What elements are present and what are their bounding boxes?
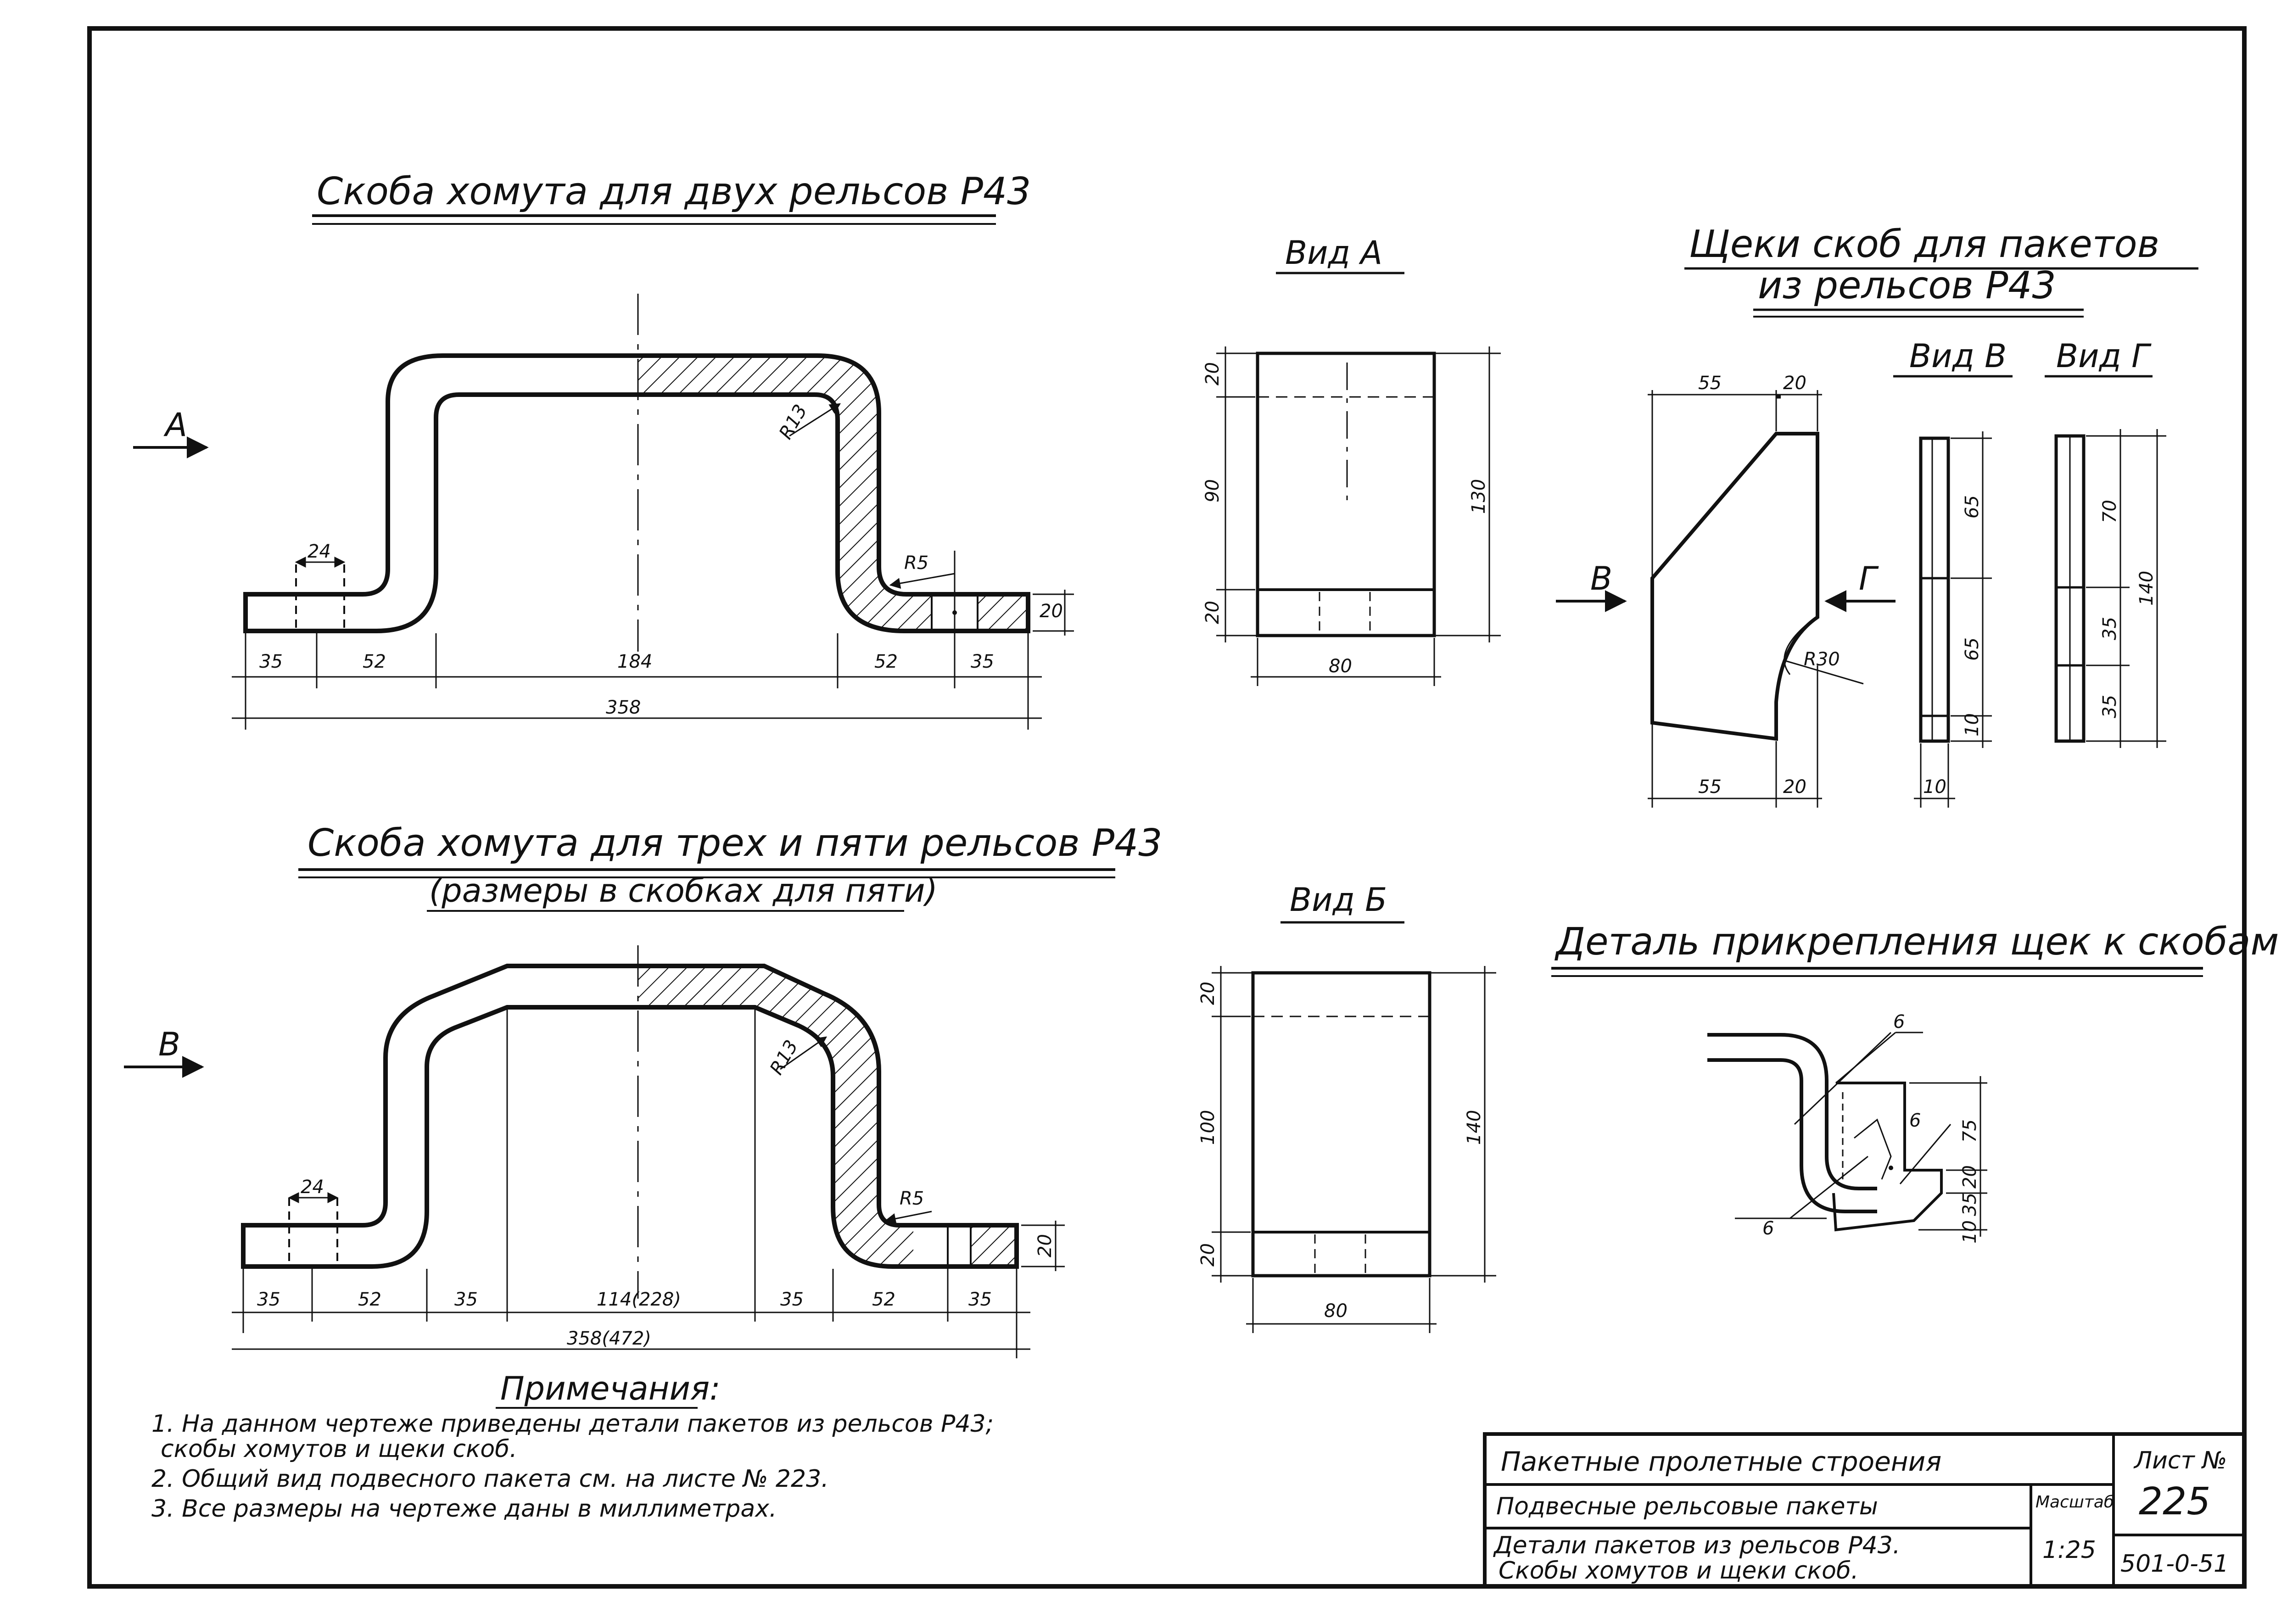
view-v-dim-1: 65 bbox=[1962, 495, 1983, 519]
bracket-two-arrow-label: А bbox=[163, 406, 187, 444]
view-v-dim-2: 65 bbox=[1962, 637, 1983, 661]
title-block-code: 501-0-51 bbox=[2120, 1550, 2229, 1578]
bracket-three-dim-right-flange: 35 bbox=[968, 1289, 992, 1310]
title-block-sheet-label: Лист № bbox=[2133, 1447, 2227, 1474]
note-3: 3. Все размеры на чертеже даны в миллиме… bbox=[151, 1495, 777, 1523]
view-a: Вид А 20 90 20 130 80 bbox=[1202, 234, 1501, 686]
title-block-subject: Подвесные рельсовые пакеты bbox=[1496, 1493, 1878, 1520]
title-block: Пакетные пролетные строения Подвесные ре… bbox=[1483, 1432, 2246, 1588]
view-a-dim-width: 80 bbox=[1329, 656, 1352, 677]
title-block-scale-label: Масштаб bbox=[2035, 1493, 2114, 1512]
detail-weld-top: 6 bbox=[1893, 1011, 1905, 1032]
bracket-three-hatch bbox=[638, 966, 913, 1267]
bracket-two-dim-left-leg: 52 bbox=[363, 651, 386, 672]
bracket-two-radius-inner: R5 bbox=[904, 552, 928, 574]
bracket-three-rails: Скоба хомута для трех и пяти рельсов Р43… bbox=[124, 821, 1162, 1358]
detail-attachment: Деталь прикрепления щек к скобам 6 6 6 7… bbox=[1551, 920, 2279, 1244]
view-b: Вид Б 20 100 20 140 80 bbox=[1197, 881, 1496, 1333]
title-block-description-1: Детали пакетов из рельсов Р43. bbox=[1493, 1532, 1900, 1559]
detail-dim-75: 75 bbox=[1959, 1119, 1980, 1143]
view-a-dim-top: 20 bbox=[1202, 362, 1223, 385]
view-a-dim-mid: 90 bbox=[1202, 479, 1223, 502]
bracket-two-dim-left-flange: 35 bbox=[259, 651, 283, 672]
view-b-dim-mid: 100 bbox=[1197, 1110, 1219, 1145]
bracket-three-arrow-label: В bbox=[158, 1026, 180, 1063]
bracket-three-dim-middle: 114(228) bbox=[597, 1289, 681, 1310]
detail-dim-20: 20 bbox=[1959, 1165, 1980, 1189]
cheek-radius: R30 bbox=[1804, 649, 1840, 670]
detail-title: Деталь прикрепления щек к скобам bbox=[1554, 920, 2279, 964]
view-b-dim-top: 20 bbox=[1197, 982, 1219, 1005]
bracket-three-title: Скоба хомута для трех и пяти рельсов Р43 bbox=[308, 821, 1162, 865]
cheek-plate-geometry bbox=[1650, 432, 1819, 741]
view-a-dim-bot: 20 bbox=[1202, 601, 1223, 624]
bracket-two-dim-hole: 24 bbox=[308, 541, 331, 562]
view-v-dim-3: 10 bbox=[1962, 713, 1983, 737]
cheek-dim-top-right: 20 bbox=[1783, 373, 1806, 394]
bracket-three-dim-total: 358(472) bbox=[567, 1328, 651, 1349]
detail-dim-10: 10 bbox=[1959, 1220, 1980, 1244]
cheeks: Щеки скоб для пакетов из рельсов Р43 bbox=[1556, 223, 2198, 808]
bracket-two-radius-outer: R13 bbox=[775, 401, 811, 443]
view-g-dim-3: 35 bbox=[2099, 695, 2120, 718]
detail-weld-bottom: 6 bbox=[1762, 1218, 1774, 1239]
cheek-arrow-right: Г bbox=[1859, 560, 1879, 597]
bracket-three-dim-right-slope: 35 bbox=[780, 1289, 804, 1310]
cheeks-title: Щеки скоб для пакетов bbox=[1689, 223, 2159, 266]
detail-dim-35: 35 bbox=[1959, 1193, 1980, 1216]
detail-cheek bbox=[1832, 1082, 1943, 1232]
bracket-three-dim-left-slope: 35 bbox=[454, 1289, 478, 1310]
cheek-dim-top-left: 55 bbox=[1698, 373, 1722, 394]
view-b-dim-height: 140 bbox=[1464, 1110, 1485, 1145]
detail-dim-6: 6 bbox=[1909, 1110, 1921, 1131]
bracket-two-hatch bbox=[638, 356, 932, 631]
detail-bracket bbox=[1707, 1033, 1877, 1213]
bracket-two-dim-total: 358 bbox=[606, 697, 641, 718]
notes: Примечания: 1. На данном чертеже приведе… bbox=[151, 1370, 994, 1523]
bracket-three-dim-left-leg: 52 bbox=[358, 1289, 381, 1310]
bracket-two-title: Скоба хомута для двух рельсов Р43 bbox=[317, 170, 1031, 213]
cheeks-title-line2: из рельсов Р43 bbox=[1758, 264, 2056, 307]
note-2: 2. Общий вид подвесного пакета см. на ли… bbox=[151, 1465, 829, 1493]
note-1-cont: скобы хомутов и щеки скоб. bbox=[161, 1435, 517, 1463]
notes-heading: Примечания: bbox=[500, 1370, 721, 1407]
bracket-three-outline bbox=[241, 964, 1019, 1269]
title-block-description-2: Скобы хомутов и щеки скоб. bbox=[1499, 1557, 1859, 1585]
view-a-dim-height: 130 bbox=[1468, 479, 1489, 514]
view-b-dim-width: 80 bbox=[1324, 1300, 1348, 1322]
title-block-project: Пакетные пролетные строения bbox=[1501, 1446, 1941, 1477]
view-v-title: Вид В bbox=[1909, 337, 2007, 375]
view-b-dim-bot: 20 bbox=[1197, 1243, 1219, 1267]
bracket-two-dim-right-flange: 35 bbox=[971, 651, 994, 672]
view-g-dim-height: 140 bbox=[2136, 571, 2157, 606]
view-b-title: Вид Б bbox=[1290, 881, 1387, 919]
cheek-dim-bottom-left: 55 bbox=[1698, 776, 1722, 798]
title-block-sheet-no: 225 bbox=[2139, 1480, 2211, 1524]
title-block-scale: 1:25 bbox=[2042, 1536, 2096, 1564]
bracket-two-dim-middle: 184 bbox=[617, 651, 652, 672]
view-g-title: Вид Г bbox=[2056, 337, 2152, 375]
sheet-frame bbox=[87, 26, 2247, 1589]
bracket-three-subtitle: (размеры в скобках для пяти) bbox=[429, 872, 938, 910]
cheek-arrow-left: В bbox=[1590, 560, 1612, 597]
bracket-two-outline bbox=[243, 353, 1030, 633]
bracket-three-dim-hole: 24 bbox=[301, 1177, 324, 1198]
bracket-three-dim-left-flange: 35 bbox=[257, 1289, 280, 1310]
bracket-three-dim-right-leg: 52 bbox=[872, 1289, 895, 1310]
view-g-dim-1: 70 bbox=[2099, 500, 2120, 523]
cheek-dim-bottom-right: 20 bbox=[1783, 776, 1806, 798]
note-1: 1. На данном чертеже приведены детали па… bbox=[151, 1410, 994, 1438]
bracket-two-rails: Скоба хомута для двух рельсов Р43 А 24 R… bbox=[133, 170, 1074, 730]
bracket-three-dim-thickness: 20 bbox=[1034, 1234, 1056, 1257]
bracket-two-dim-right-leg: 52 bbox=[874, 651, 898, 672]
view-v-dim-width: 10 bbox=[1923, 776, 1946, 798]
view-a-title: Вид А bbox=[1285, 234, 1382, 272]
view-g-dim-2: 35 bbox=[2099, 617, 2120, 640]
bracket-two-dim-thickness: 20 bbox=[1040, 601, 1063, 622]
bracket-three-radius-inner: R5 bbox=[900, 1188, 924, 1209]
